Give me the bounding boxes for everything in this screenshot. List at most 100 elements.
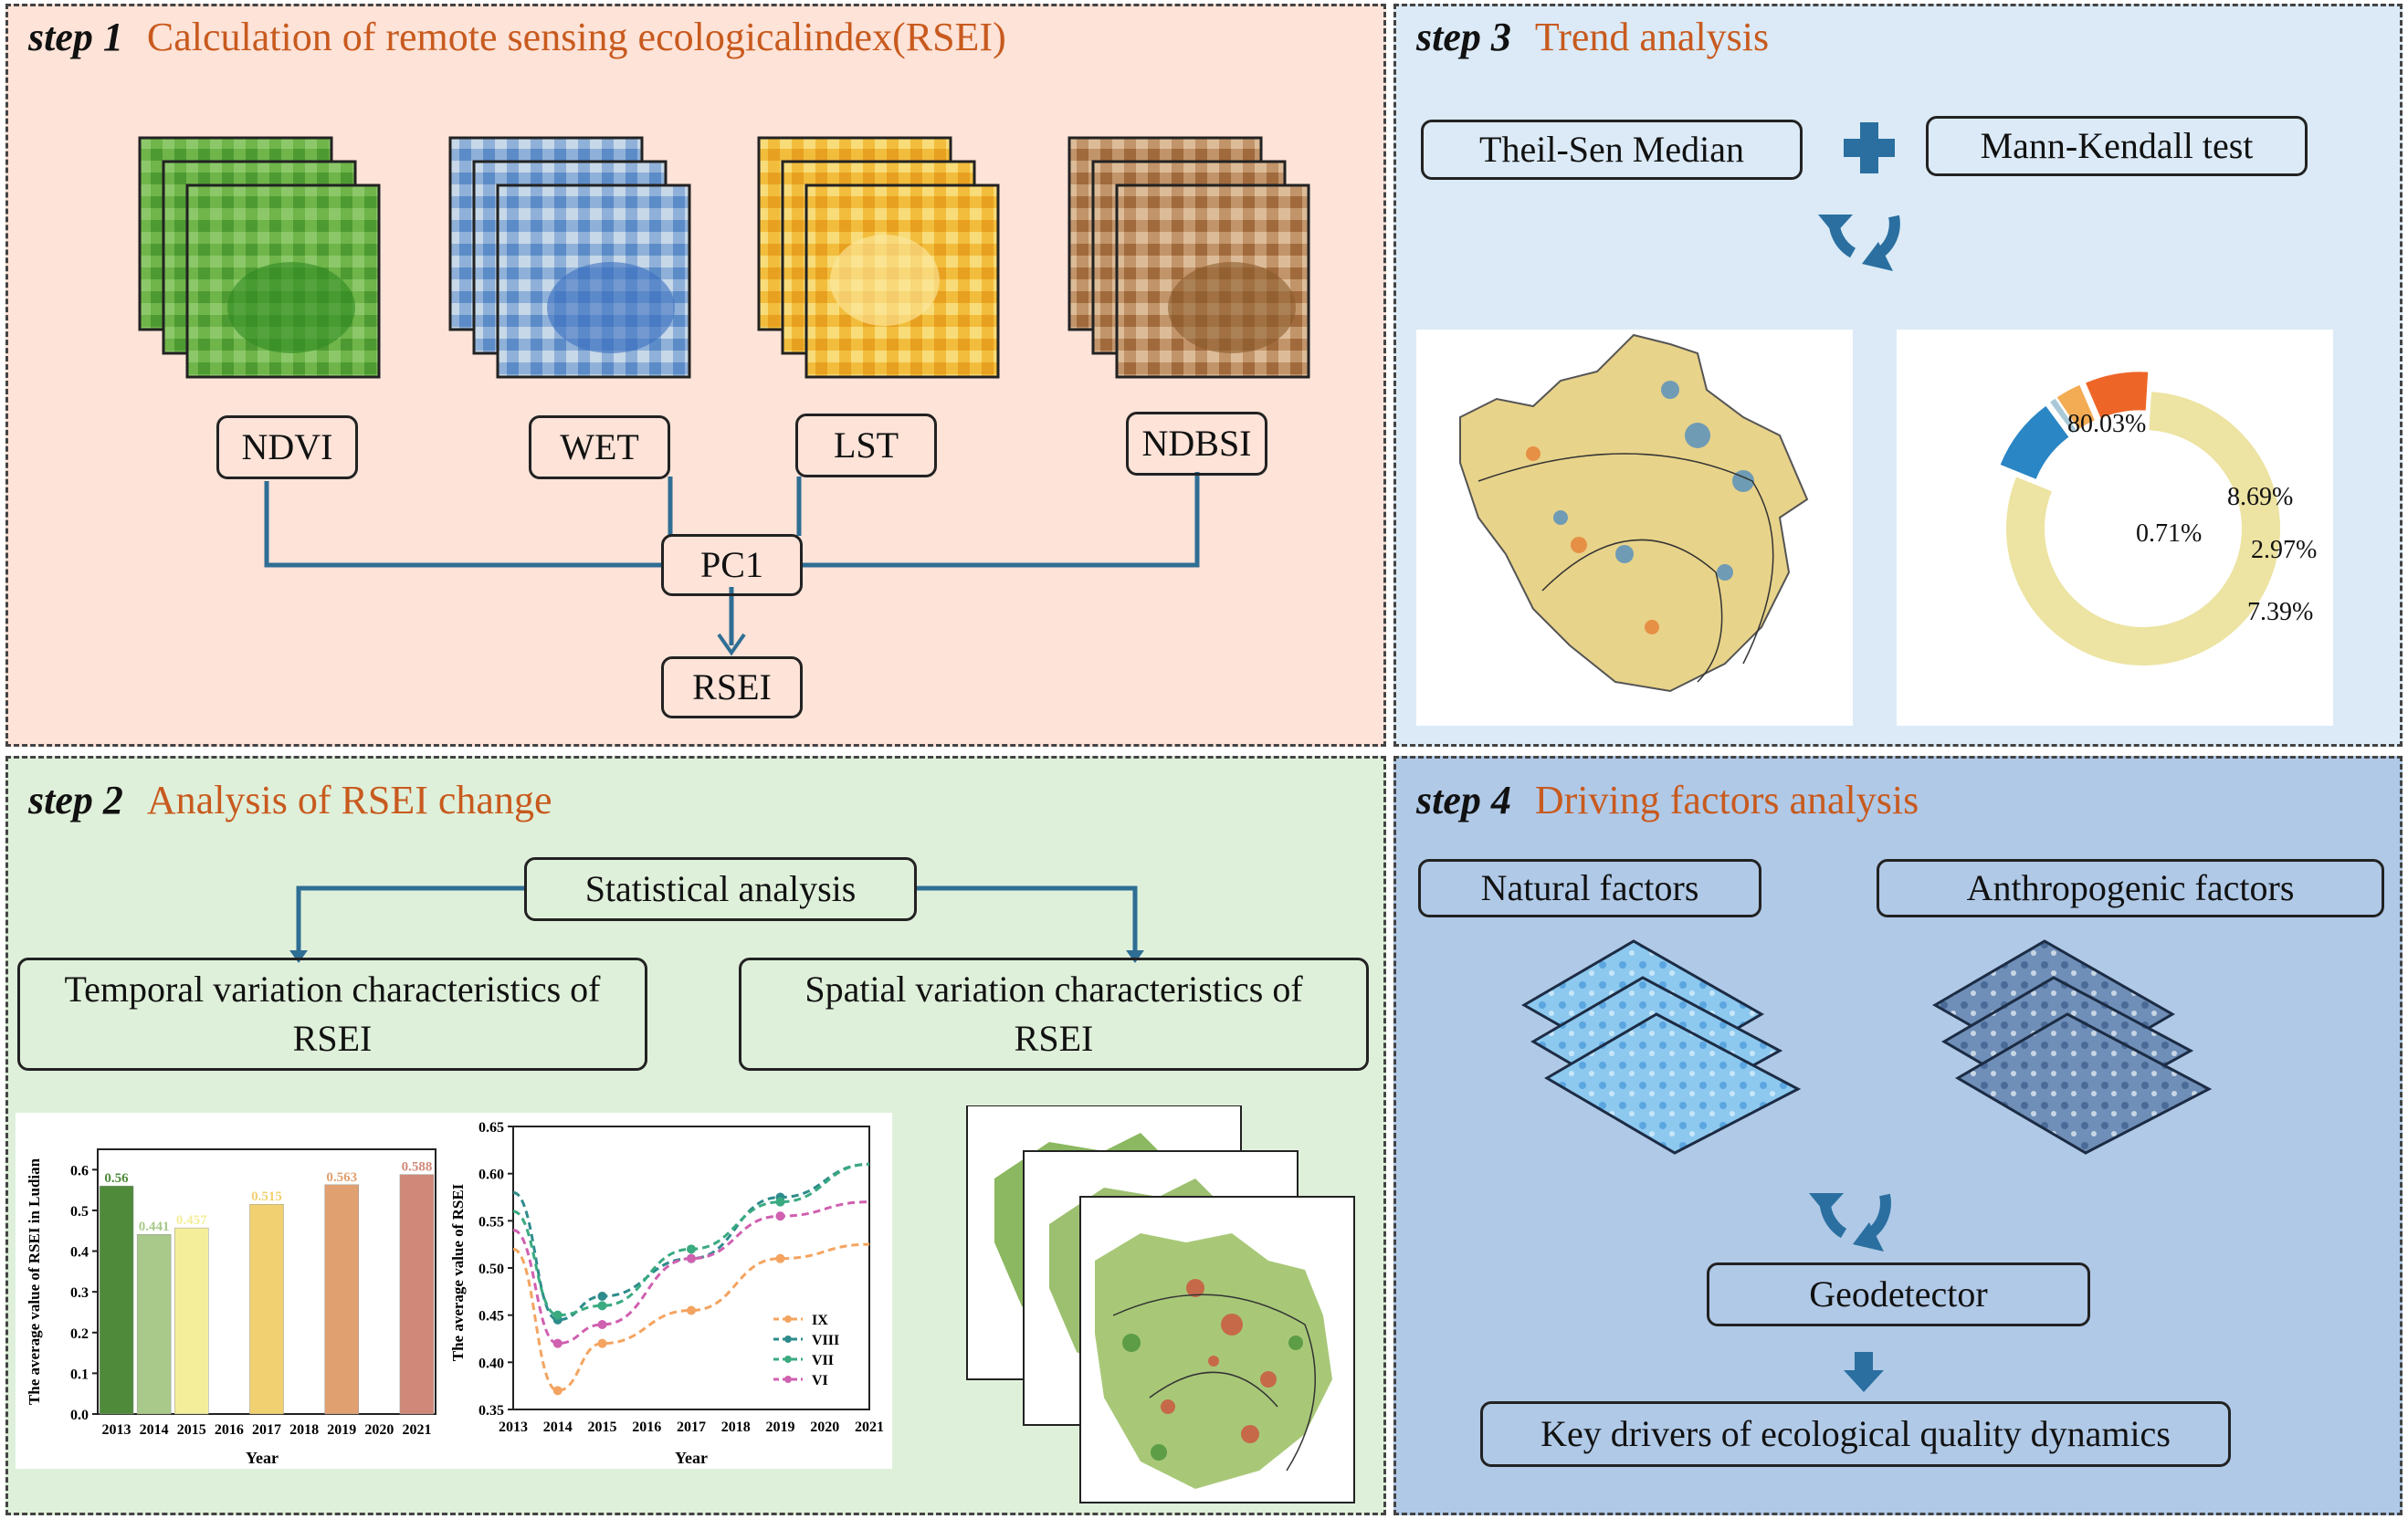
bar-value-label: 0.441 [139, 1220, 170, 1234]
line-legend-label: IX [812, 1313, 828, 1328]
line-marker [687, 1253, 696, 1263]
line-marker [552, 1310, 563, 1320]
plus-icon [1844, 122, 1895, 173]
line-legend-label: VII [812, 1353, 834, 1368]
bar [324, 1184, 359, 1415]
line-xtick: 2021 [855, 1419, 884, 1435]
bar-xtick: 2018 [289, 1422, 319, 1438]
bar-ytick: 0.0 [70, 1408, 89, 1423]
rsei-node: RSEI [661, 656, 803, 718]
bar-xtick: 2019 [327, 1422, 356, 1438]
ndbsi-node: NDBSI [1126, 412, 1267, 476]
line-ytick: 0.35 [478, 1403, 504, 1419]
line-xtick: 2020 [810, 1419, 839, 1435]
rsei-bar-chart: 0.00.10.20.30.40.50.620130.5620140.44120… [26, 1148, 436, 1467]
line-ytick: 0.50 [478, 1262, 504, 1277]
line-ytick: 0.45 [478, 1309, 504, 1325]
pie-label-stable: 80.03% [2067, 410, 2147, 438]
pie-label-severe: 7.39% [2247, 598, 2314, 626]
bar-ytick: 0.5 [70, 1204, 89, 1220]
line-marker [775, 1197, 785, 1207]
bar [399, 1174, 435, 1415]
rsei-line-chart: 0.35 0.40 0.45 0.50 0.55 0.60 0.65 2013 2014 2015… [449, 1120, 884, 1467]
line-marker [687, 1305, 696, 1315]
bar-ytick: 0.2 [70, 1326, 89, 1342]
rsei-map-stack [966, 1105, 1355, 1503]
line-xtick: 2013 [499, 1419, 528, 1435]
statistical-analysis-node: Statistical analysis [524, 857, 917, 921]
trend-map-region [1459, 333, 1809, 693]
step1-connectors [264, 472, 1200, 656]
anthropogenic-layers-icon [1932, 939, 2213, 1155]
bar-ytick: 0.6 [70, 1163, 89, 1179]
step4-graphics [1521, 939, 2213, 1392]
theil-sen-node: Theil-Sen Median [1421, 120, 1803, 180]
ndvi-node: NDVI [216, 415, 358, 479]
step3-graphics [1416, 122, 2333, 726]
down-arrow-icon [1844, 1352, 1884, 1392]
ndbsi-raster-stack [1067, 136, 1310, 379]
line-ytick: 0.65 [478, 1120, 504, 1136]
bar-xlabel: Year [246, 1449, 279, 1467]
line-xtick: 2017 [677, 1419, 706, 1435]
lst-node: LST [795, 414, 937, 477]
bar-xtick: 2017 [252, 1422, 281, 1438]
line-marker [552, 1338, 563, 1348]
line-ylabel: The average value of RSEI [449, 1183, 467, 1361]
bar-ytick: 0.1 [70, 1367, 89, 1382]
bar-xtick: 2021 [402, 1422, 431, 1438]
line-marker [552, 1386, 563, 1396]
line-xtick: 2014 [543, 1419, 573, 1435]
bar-ytick: 0.4 [70, 1245, 89, 1261]
bar-xtick: 2020 [364, 1422, 394, 1438]
temporal-variation-node: Temporal variation characteristics of RS… [17, 958, 647, 1071]
pie-label-improved: 8.69% [2227, 483, 2294, 511]
bar-xtick: 2015 [177, 1422, 206, 1438]
line-marker [775, 1253, 785, 1263]
line-xlabel: Year [675, 1449, 708, 1467]
line-marker [687, 1244, 696, 1254]
bar [136, 1233, 172, 1415]
line-legend-label: VI [812, 1373, 828, 1388]
line-xtick: 2016 [632, 1419, 661, 1435]
step1-graphics [138, 136, 1310, 656]
step2-charts: 0.00.10.20.30.40.50.620130.5620140.44120… [16, 1113, 892, 1469]
pie-label-slight: 0.71% [2136, 519, 2203, 548]
line-marker [597, 1320, 607, 1329]
line-series [512, 1242, 870, 1392]
natural-layers-icon [1521, 939, 1802, 1155]
wet-node: WET [529, 415, 670, 479]
trend-donut-chart [2000, 372, 2280, 665]
line-marker [597, 1338, 607, 1348]
spatial-variation-node: Spatial variation characteristics of RSE… [739, 958, 1369, 1071]
line-series [512, 1162, 870, 1317]
bar [249, 1203, 284, 1415]
line-ytick: 0.40 [478, 1356, 504, 1371]
donut-slice [2050, 398, 2077, 434]
bar-value-label: 0.563 [326, 1170, 357, 1185]
bar-xtick: 2016 [215, 1422, 244, 1438]
bar-ylabel: The average value of RSEI in Ludian [26, 1158, 43, 1405]
pc1-node: PC1 [661, 534, 803, 596]
step2-connectors [289, 885, 1144, 963]
donut-slice [2000, 405, 2069, 479]
key-drivers-node: Key drivers of ecological quality dynami… [1480, 1401, 2231, 1467]
bar [99, 1185, 134, 1415]
line-ytick: 0.60 [478, 1168, 504, 1183]
anthropogenic-factors-node: Anthropogenic factors [1877, 859, 2384, 917]
lst-raster-stack [757, 136, 1000, 379]
line-xtick: 2015 [588, 1419, 617, 1435]
natural-factors-node: Natural factors [1418, 859, 1761, 917]
bar-ytick: 0.3 [70, 1285, 89, 1301]
line-xtick: 2018 [721, 1419, 751, 1435]
mann-kendall-node: Mann-Kendall test [1926, 116, 2308, 176]
pie-label-degraded: 2.97% [2251, 536, 2318, 564]
line-ytick: 0.55 [478, 1214, 504, 1230]
